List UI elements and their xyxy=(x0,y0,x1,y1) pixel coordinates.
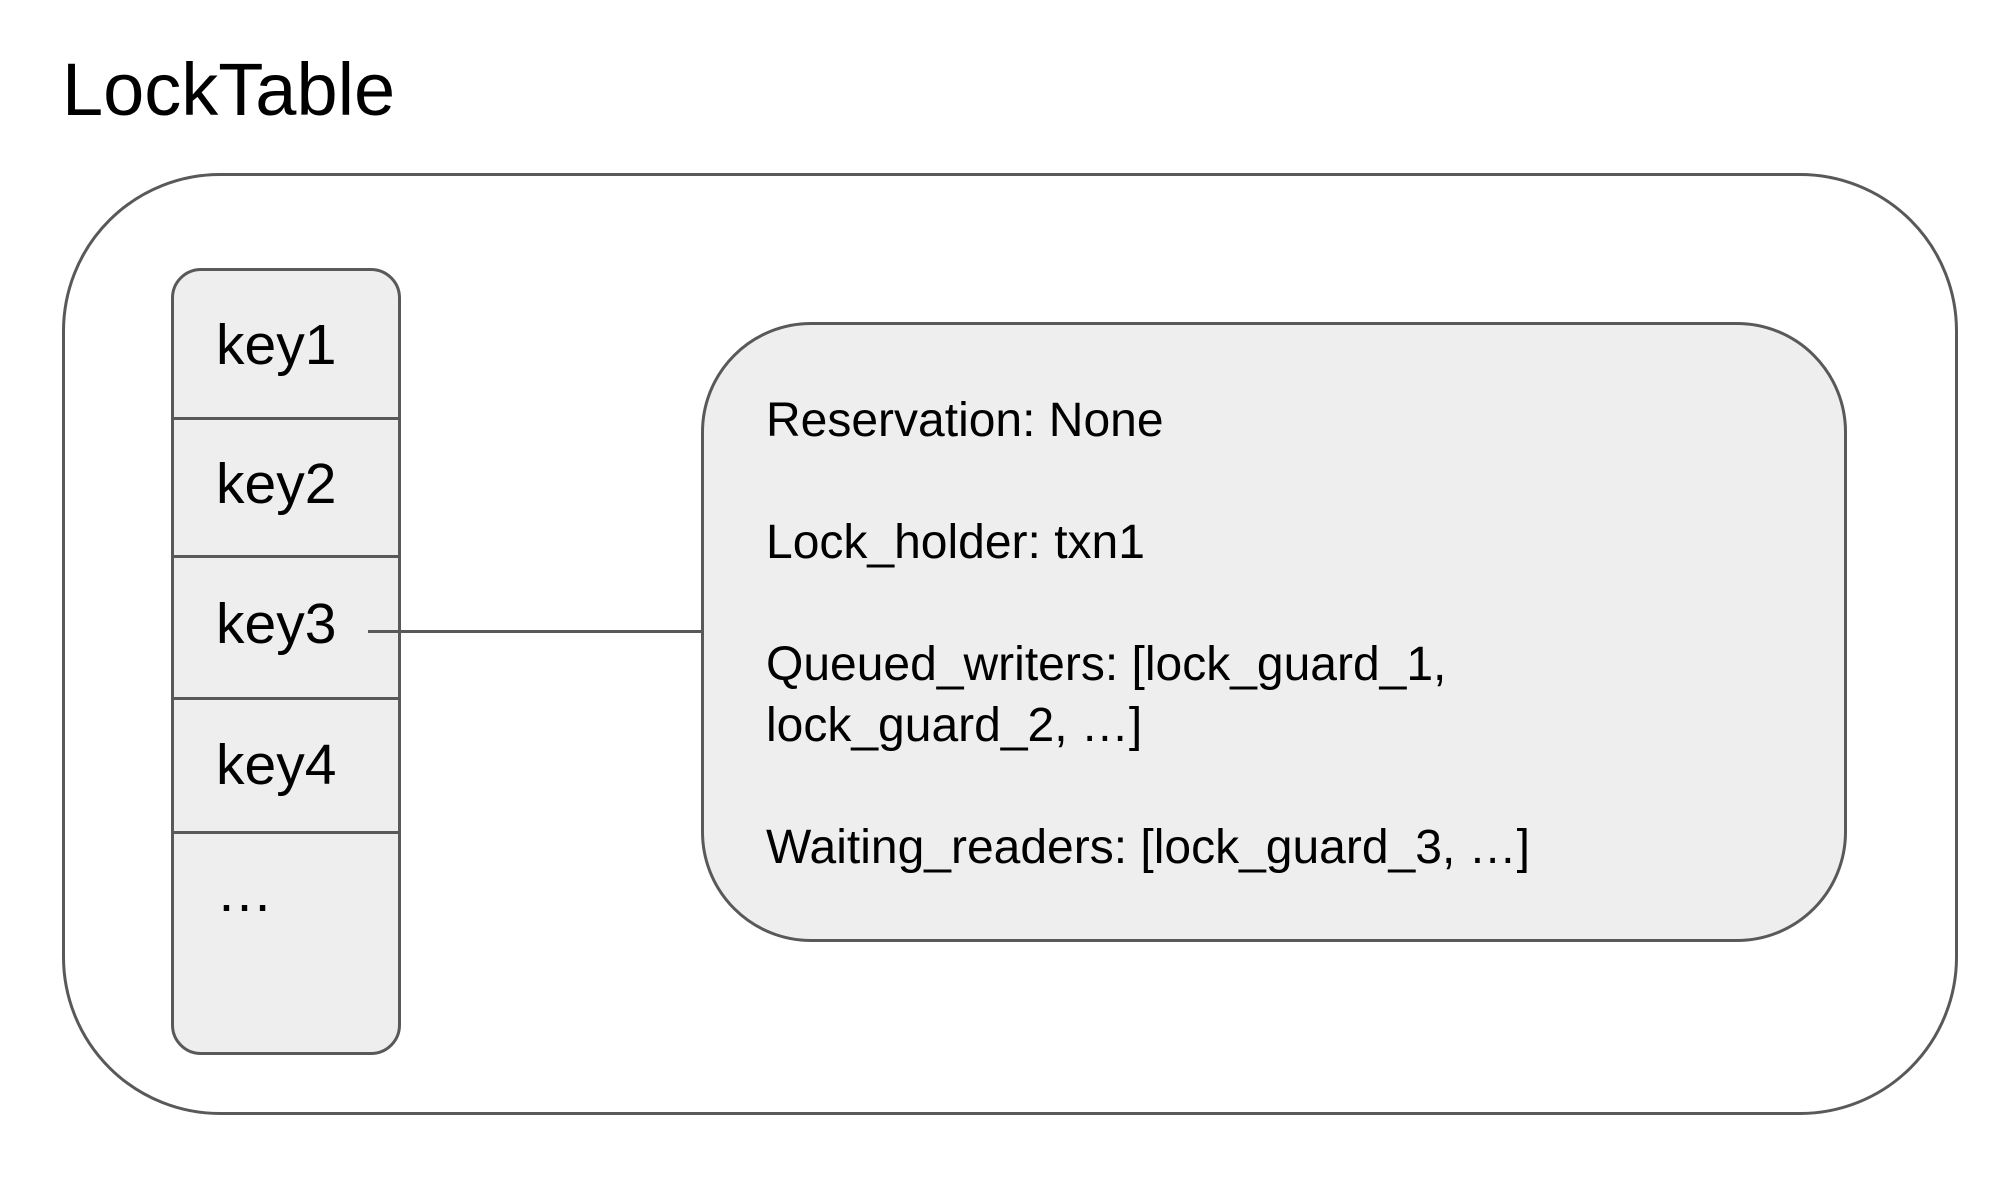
key-label: key1 xyxy=(216,313,337,377)
key-list: key1 key2 key3 key4 … xyxy=(171,268,401,1055)
queued-writers-text-line2: lock_guard_2, …] xyxy=(766,699,1143,752)
lock-holder-text: Lock_holder: txn1 xyxy=(766,516,1145,569)
diagram-title: LockTable xyxy=(62,48,396,131)
key-cell-more: … xyxy=(174,834,398,1052)
key-divider xyxy=(174,697,398,700)
key-divider xyxy=(174,417,398,420)
key-cell-key3: key3 xyxy=(174,558,398,697)
reservation-text: Reservation: None xyxy=(766,394,1164,447)
lock-entry-detail: Reservation: None Lock_holder: txn1 Queu… xyxy=(701,322,1847,942)
waiting-readers-text: Waiting_readers: [lock_guard_3, …] xyxy=(766,821,1530,874)
key-divider xyxy=(174,555,398,558)
key-divider xyxy=(174,831,398,834)
key-label: key2 xyxy=(216,452,337,516)
key-cell-key2: key2 xyxy=(174,420,398,555)
queued-writers-text-line1: Queued_writers: [lock_guard_1, xyxy=(766,638,1447,691)
key-cell-key1: key1 xyxy=(174,271,398,417)
key3-connector-line xyxy=(368,630,702,633)
key-label: … xyxy=(216,860,273,924)
key-label: key4 xyxy=(216,733,337,797)
key-cell-key4: key4 xyxy=(174,700,398,831)
key-label: key3 xyxy=(216,592,337,656)
